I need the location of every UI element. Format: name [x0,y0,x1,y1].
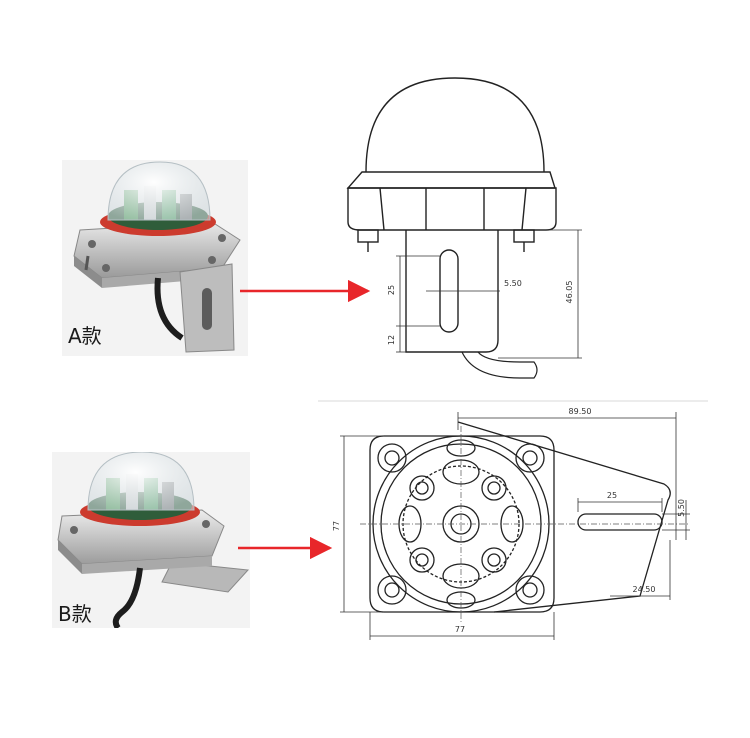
dim-a-total-height: 46.05 [565,281,574,304]
product-a-illustration [62,160,248,356]
variant-a-label: A款 [68,324,102,348]
drawing-a-side-view [346,77,557,379]
dim-a-bottom-offset: 12 [387,335,396,345]
dim-b-slot-width: 5.50 [677,499,686,517]
dim-b-body-width: 77 [455,625,465,634]
dim-b-slot-edge: 24.50 [633,585,656,594]
dim-b-overall-length: 89.50 [569,407,592,416]
drawing-b-dimension-lines [340,412,690,640]
drawing-b-top-view [369,421,671,613]
dim-a-slot-width: 5.50 [504,279,522,288]
product-b-illustration [52,452,250,628]
product-photo-a: A款 [62,160,248,356]
drawing-b-centerlines [360,426,690,622]
dim-b-slot-length: 25 [607,491,617,500]
dim-a-slot-length: 25 [387,285,396,295]
variant-b-label: B款 [58,602,92,626]
dim-b-body-height: 77 [332,521,341,531]
product-photo-b: B款 [52,452,250,628]
drawing-a-dimension-lines [396,229,582,359]
